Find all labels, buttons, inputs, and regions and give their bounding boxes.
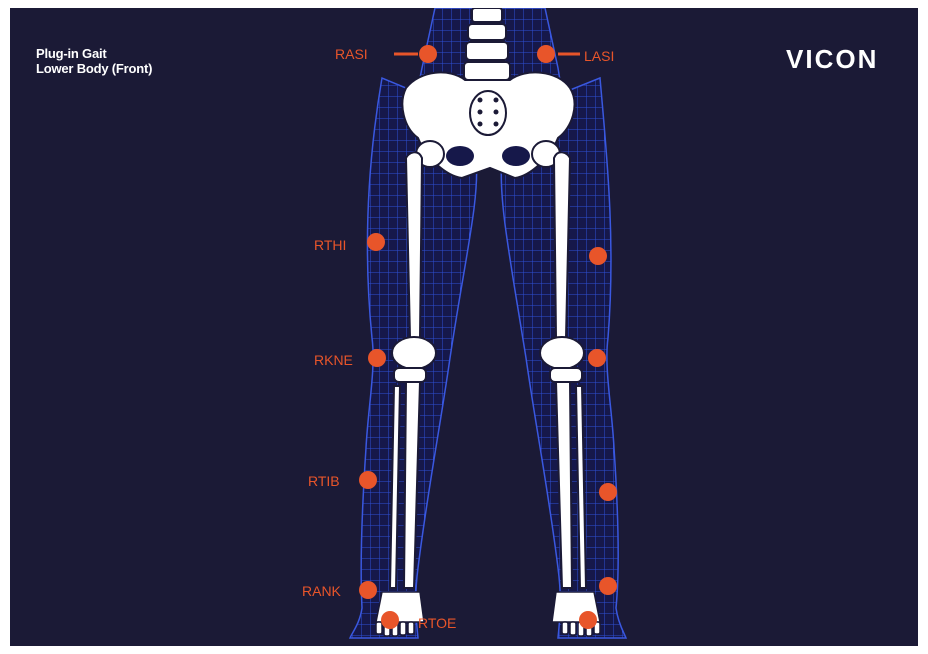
marker-lthi [589,247,607,265]
marker-ltoe [579,611,597,629]
marker-lasi [537,45,555,63]
marker-rank [359,581,377,599]
label-rthi: RTHI [314,237,346,253]
title-line-1: Plug-in Gait [36,46,152,61]
marker-lank [599,577,617,595]
marker-rthi [367,233,385,251]
vicon-logo: VICON [786,44,878,75]
diagram-canvas: RASI LASI RTHI RKNE RTIB RANK RTOE Plug-… [10,8,918,646]
label-lasi: LASI [584,48,614,64]
marker-ltib [599,483,617,501]
skeleton-illustration: RASI LASI RTHI RKNE RTIB RANK RTOE [10,8,918,646]
label-rkne: RKNE [314,352,353,368]
label-rank: RANK [302,583,342,599]
label-rasi: RASI [335,46,368,62]
marker-lkne [588,349,606,367]
label-rtoe: RTOE [418,615,456,631]
marker-rtoe [381,611,399,629]
marker-rkne [368,349,386,367]
marker-rtib [359,471,377,489]
label-rtib: RTIB [308,473,340,489]
marker-rasi [419,45,437,63]
title-line-2: Lower Body (Front) [36,61,152,76]
diagram-title: Plug-in Gait Lower Body (Front) [36,46,152,76]
